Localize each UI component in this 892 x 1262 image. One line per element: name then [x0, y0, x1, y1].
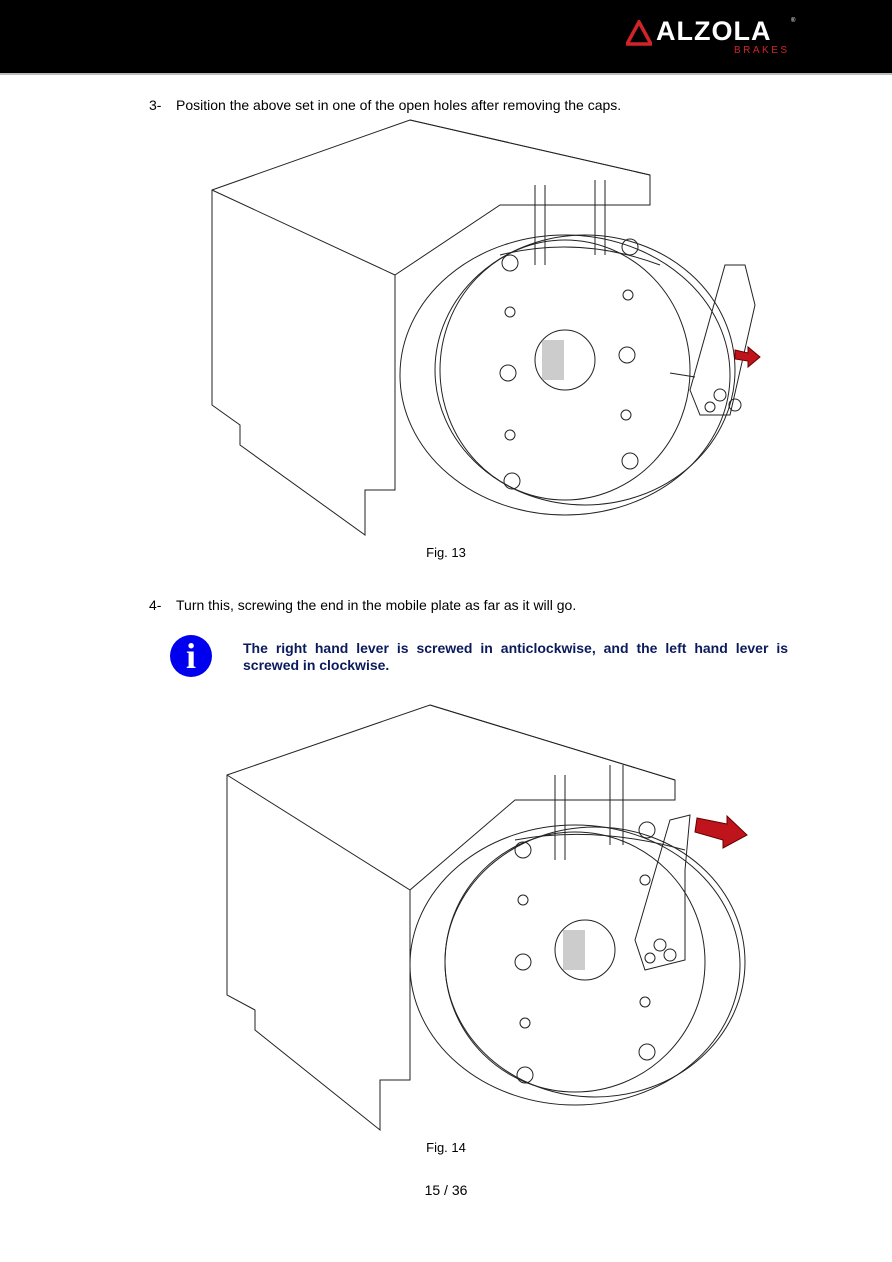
page-number: 15 / 36 [424, 1182, 468, 1198]
step-number: 3- [149, 97, 162, 113]
logo-triangle-icon [626, 20, 652, 46]
step-4: 4- Turn this, screwing the end in the mob… [149, 597, 576, 613]
registered-mark: ® [791, 18, 796, 24]
step-text: Position the above set in one of the ope… [176, 97, 622, 113]
brand-subtitle: BRAKES [734, 45, 790, 56]
alzola-logo: ALZOLA ® BRAKES [626, 16, 801, 58]
page-header: ALZOLA ® BRAKES [0, 0, 892, 75]
step-number: 4- [149, 597, 162, 613]
figure-13-caption: Fig. 13 [426, 545, 466, 560]
red-arrow-icon [694, 814, 748, 849]
step-3: 3- Position the above set in one of the o… [149, 97, 621, 113]
figure-13-drawing [211, 119, 761, 536]
step-text: Turn this, screwing the end in the mobil… [176, 597, 577, 613]
figure-14-caption: Fig. 14 [426, 1140, 466, 1155]
red-arrow-icon [734, 345, 761, 369]
brand-name: ALZOLA [656, 16, 772, 46]
info-note: The right hand lever is screwed in antic… [243, 640, 788, 673]
info-icon: i [170, 635, 212, 677]
figure-14-drawing [226, 704, 748, 1132]
